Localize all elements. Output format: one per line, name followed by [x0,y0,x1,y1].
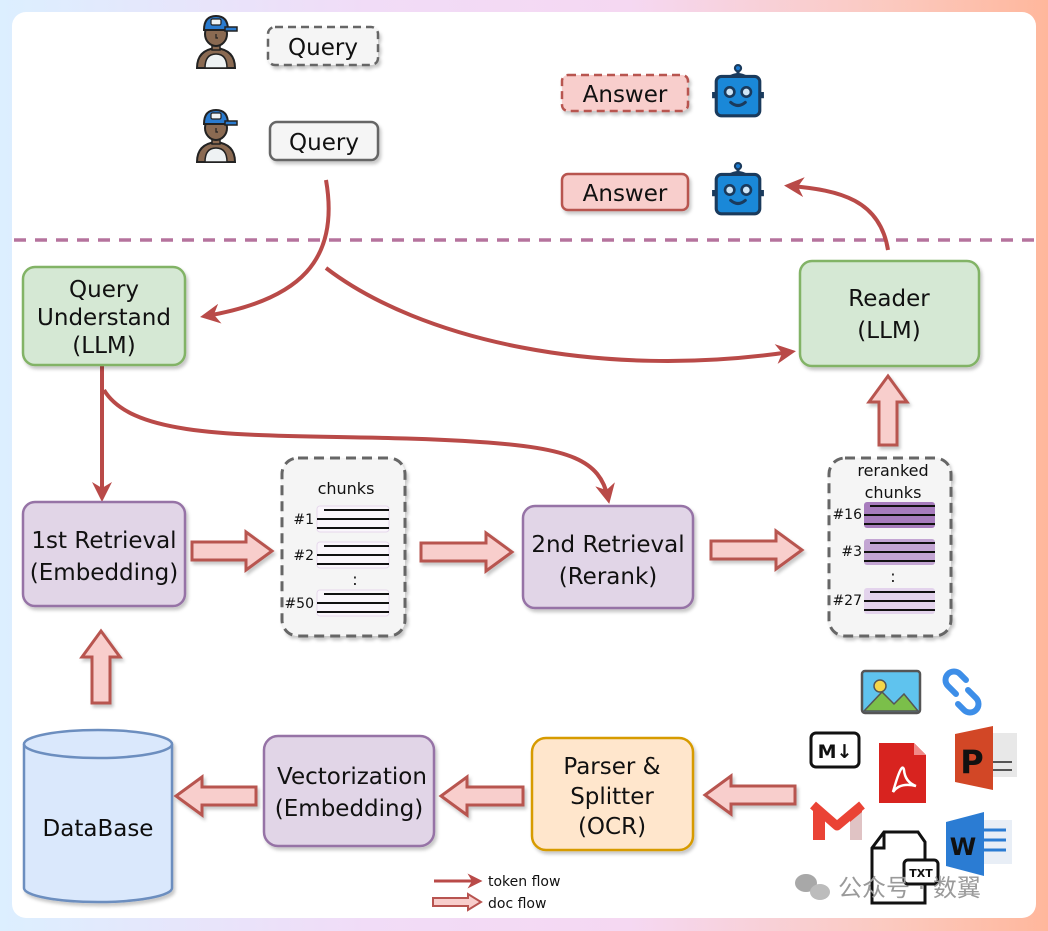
node-label: Splitter [570,784,654,810]
doc-flow-database-to-retrieval [79,628,123,705]
reranked-chunk-id: #3 [841,544,862,560]
chunk-id: #50 [284,596,314,612]
chunk-item: #1 [293,505,390,533]
user-icon [196,15,238,69]
pdf-icon [879,743,926,803]
word-icon: W [946,812,1012,876]
database-node: DataBase [22,728,174,904]
answer-dashed-label: Answer [583,82,668,108]
txt-icon: TXT [870,830,940,905]
txt-glyph: TXT [909,867,933,880]
ellipsis: : [352,570,357,589]
chunk-item: #2 [293,541,390,569]
watermark-text: 公众号 · 数翼 [838,874,981,902]
markdown-glyph: M↓ [818,741,853,763]
token-flow-reader-to-answer [784,177,890,251]
query-solid-box: Query [268,120,380,162]
powerpoint-glyph: P [960,743,983,781]
reader-node: Reader (LLM) [798,259,981,368]
chunk-item: #50 [284,589,390,617]
token-flow-query-to-reader [324,266,796,364]
doc-flow-parser-to-vectorization [438,774,525,818]
reranked-title: reranked [857,461,928,480]
node-label: 1st Retrieval [31,528,176,554]
reranked-chunk-id: #16 [832,507,862,523]
query-dashed-label: Query [288,35,358,61]
powerpoint-icon: P [955,726,1017,790]
chunk-id: #2 [293,548,314,564]
reranked-chunk-item: #27 [832,588,935,614]
token-flow-query-to-understand [200,179,331,324]
chunks-title: chunks [318,479,375,498]
doc-flow-rerank-to-reranked [709,528,805,572]
legend: token flow doc flow [432,873,560,912]
link-icon [942,668,982,716]
node-label: (Rerank) [559,564,658,590]
reranked-chunk-item: #16 [832,502,935,528]
first-retrieval-node: 1st Retrieval (Embedding) [21,500,187,608]
doc-flow-sources-to-parser [702,773,797,817]
doc-flow-vectorization-to-database [173,774,258,818]
answer-dashed-box: Answer [560,73,690,113]
node-label: 2nd Retrieval [531,532,684,558]
node-label: (Embedding) [30,560,178,586]
answer-solid-box: Answer [560,172,690,212]
image-icon [860,669,922,715]
robot-icon [710,162,766,216]
doc-flow-retrieval-to-chunks [190,529,275,573]
reranked-chunk-id: #27 [832,593,862,609]
doc-flow-chunks-to-rerank [419,530,515,574]
chunks-container: chunks #1 #2 #50 : [280,456,407,638]
answer-solid-label: Answer [583,181,668,207]
node-label: (OCR) [578,814,646,840]
vectorization-node: Vectorization (Embedding) [262,734,436,848]
ellipsis: : [890,567,895,586]
gmail-icon [810,801,865,840]
legend-doc-flow-label: doc flow [488,896,546,912]
node-label: (LLM) [72,333,135,359]
reranked-chunks-container: reranked chunks #16 #3 #27 : [827,456,953,638]
doc-flow-reranked-to-reader [866,373,910,447]
node-label: (Embedding) [275,796,423,822]
reranked-title: chunks [865,483,922,502]
token-flow-understand-to-rerank [102,388,615,504]
node-label: Understand [37,305,171,331]
node-label: Vectorization [277,764,427,790]
wechat-icon [795,874,817,892]
node-label: Reader [848,286,930,312]
markdown-icon: M↓ [809,731,861,769]
user-icon [196,109,238,163]
query-solid-label: Query [289,130,359,156]
second-retrieval-node: 2nd Retrieval (Rerank) [521,504,695,610]
node-label: (LLM) [857,318,920,344]
legend-doc-flow-swatch [432,892,483,912]
watermark: 公众号 · 数翼 [795,874,981,902]
robot-icon [710,64,766,118]
word-glyph: W [950,833,976,861]
legend-token-flow-label: token flow [488,874,560,890]
chunk-id: #1 [293,512,314,528]
query-understand-node: Query Understand (LLM) [21,265,187,367]
node-label: Parser & [563,754,660,780]
parser-splitter-node: Parser & Splitter (OCR) [530,736,695,852]
node-label: DataBase [43,816,154,842]
reranked-chunk-item: #3 [841,539,935,565]
node-label: Query [69,277,139,303]
query-dashed-box: Query [266,25,380,67]
